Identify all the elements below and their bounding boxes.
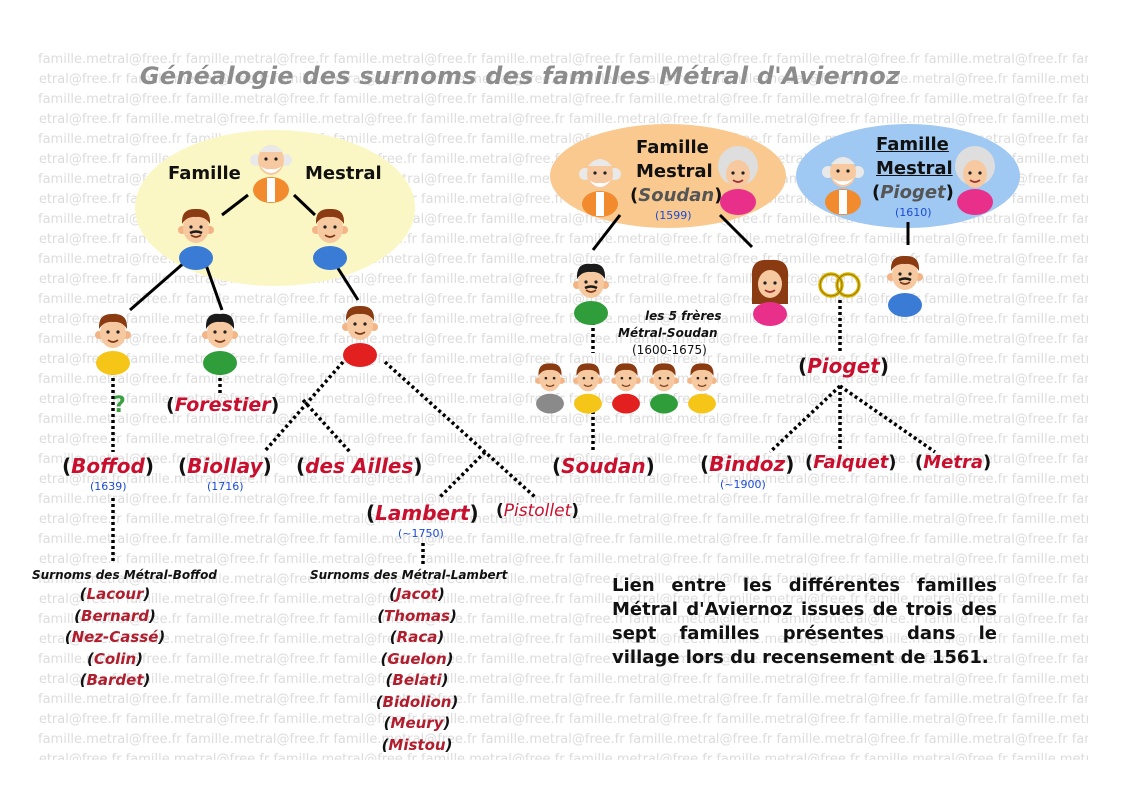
family-label-famille: Famille — [168, 163, 241, 184]
nickname-pioget: (Pioget) — [798, 354, 889, 378]
nickname-forestier: (Forestier) — [166, 394, 280, 416]
list-item: (Mistou) — [381, 735, 453, 754]
list-item: (Raca) — [389, 628, 445, 646]
lambert-list-heading: Surnoms des Métral-Lambert — [310, 568, 508, 582]
lambert-year: (~1750) — [398, 527, 444, 540]
brothers-line2: Métral-Soudan — [618, 326, 718, 340]
brothers-years: (1600-1675) — [632, 343, 707, 357]
list-item: (Colin) — [87, 649, 143, 668]
son-1 — [177, 208, 215, 270]
list-item: (Bidolion) — [375, 692, 459, 711]
pioget-nickname: (Pioget) — [872, 182, 954, 203]
page-title: Généalogie des surnoms des familles Métr… — [139, 62, 901, 90]
soudan-year: (1599) — [655, 209, 692, 222]
son-soudan — [572, 263, 610, 325]
lambert-list: (Jacot) (Thomas) (Raca) (Guelon) (Belati) (Bi… — [362, 584, 472, 756]
nickname-bindoz: (Bindoz) — [700, 452, 795, 476]
nickname-biollay: (Biollay) — [178, 454, 272, 478]
boffod-year: (1639) — [90, 480, 127, 493]
wedding-rings-icon — [818, 272, 861, 298]
description-paragraph: Lien entre les différentes familles Métr… — [612, 575, 997, 668]
grandson-green — [201, 313, 239, 375]
son-2 — [311, 208, 349, 270]
list-item: (Belati) — [385, 671, 449, 689]
soudan-label-famille: Famille — [636, 137, 709, 158]
list-item: (Lacour) — [79, 585, 151, 603]
grandson-red — [341, 305, 379, 367]
soudan-nickname: (Soudan) — [630, 185, 723, 206]
list-item: (Guelon) — [380, 649, 454, 668]
pioget-year: (1610) — [895, 206, 932, 219]
nickname-des-ailles: (des Ailles) — [296, 454, 423, 478]
question-mark: ? — [113, 393, 126, 418]
family-mestral-ellipse — [135, 130, 415, 286]
pioget-label-famille: Famille — [876, 134, 949, 155]
nickname-falquet: (Falquet) — [805, 452, 897, 473]
five-brothers — [534, 363, 718, 414]
list-item: (Bardet) — [79, 671, 151, 689]
family-label-mestral: Mestral — [305, 163, 382, 184]
nickname-lambert: (Lambert) — [366, 501, 479, 525]
list-item: (Jacot) — [389, 585, 445, 603]
brothers-line1: les 5 frères — [645, 309, 722, 323]
list-item: (Bernard) — [74, 606, 156, 625]
nickname-pistollet: (Pistollet) — [496, 501, 580, 521]
pioget-label-mestral: Mestral — [876, 158, 953, 179]
son-pioget — [886, 255, 924, 317]
list-item: (Meury) — [383, 714, 451, 732]
nickname-soudan: (Soudan) — [552, 454, 655, 478]
daughter-soudan — [751, 259, 789, 327]
bindoz-year: (~1900) — [720, 478, 766, 491]
grandson-yellow — [94, 313, 132, 375]
boffod-list: (Lacour) (Bernard) (Nez-Cassé) (Colin) (Bard… — [60, 584, 170, 692]
nickname-metra: (Metra) — [915, 452, 992, 473]
soudan-label-mestral: Mestral — [636, 161, 713, 182]
solid-links — [129, 193, 910, 312]
list-item: (Nez-Cassé) — [64, 628, 166, 646]
biollay-year: (1716) — [207, 480, 244, 493]
dotted-links — [111, 300, 936, 567]
list-item: (Thomas) — [377, 606, 457, 625]
boffod-list-heading: Surnoms des Métral-Boffod — [32, 568, 217, 582]
nickname-boffod: (Boffod) — [62, 454, 154, 478]
